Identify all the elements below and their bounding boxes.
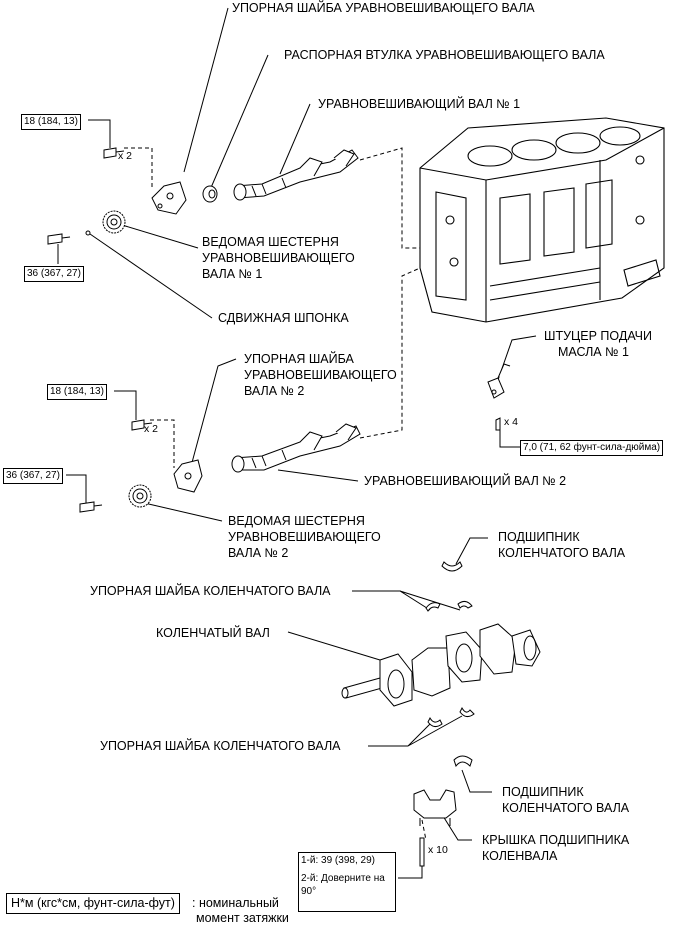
label-crankshaft: КОЛЕНЧАТЫЙ ВАЛ bbox=[156, 626, 270, 640]
balancer-shaft-2 bbox=[231, 423, 361, 473]
leader-spacer bbox=[209, 54, 269, 191]
leader-nozzle bbox=[497, 335, 537, 381]
label-thrust-washer-2-line3: ВАЛА № 2 bbox=[244, 384, 305, 398]
balancer-spacer bbox=[202, 185, 218, 203]
leader-key bbox=[89, 233, 213, 319]
crank-thrust-washer-upper-a bbox=[425, 602, 441, 612]
leader-bearing-top bbox=[455, 537, 488, 565]
torque-box-bearing-cap: 1-й: 39 (398, 29) 2-й: Доверните на 90° bbox=[298, 852, 396, 912]
leader-shaft-2 bbox=[277, 469, 359, 482]
label-driven-gear-1-line1: ВЕДОМАЯ ШЕСТЕРНЯ bbox=[202, 235, 339, 249]
label-crank-thrust-top: УПОРНАЯ ШАЙБА КОЛЕНЧАТОГО ВАЛА bbox=[90, 584, 331, 598]
label-crank-thrust-bottom: УПОРНАЯ ШАЙБА КОЛЕНЧАТОГО ВАЛА bbox=[100, 739, 341, 753]
label-driven-gear-1-line3: ВАЛА № 1 bbox=[202, 267, 263, 281]
label-driven-gear-2-line3: ВАЛА № 2 bbox=[228, 546, 289, 560]
label-driven-gear-2-line1: ВЕДОМАЯ ШЕСТЕРНЯ bbox=[228, 514, 365, 528]
label-crank-bearing-top-line2: КОЛЕНЧАТОГО ВАЛА bbox=[498, 546, 626, 560]
leader-box-t1 bbox=[88, 119, 111, 148]
torque-cap-step1: 1-й: 39 (398, 29) bbox=[301, 855, 375, 866]
crank-bearing-upper bbox=[441, 561, 463, 572]
label-balancer-shaft-1: УРАВНОВЕШИВАЮЩИЙ ВАЛ № 1 bbox=[318, 97, 521, 111]
qty-balancer-bolts-1: x 2 bbox=[118, 150, 133, 162]
crank-thrust-washer-lower-a bbox=[427, 716, 443, 728]
label-bearing-cap-line1: КРЫШКА ПОДШИПНИКА bbox=[482, 833, 630, 847]
bolts-2 bbox=[79, 419, 153, 513]
driven-gear-1 bbox=[102, 210, 126, 234]
leader-thrust-washer bbox=[183, 7, 229, 173]
oil-nozzle-1 bbox=[487, 363, 511, 431]
torque-cap-step2: 2-й: Доверните на bbox=[301, 873, 385, 884]
driven-gear-2 bbox=[128, 484, 152, 508]
label-oil-nozzle-line2: МАСЛА № 1 bbox=[558, 345, 629, 359]
qty-balancer-bolts-2: x 2 bbox=[144, 423, 159, 435]
sliding-key bbox=[85, 230, 91, 236]
leader-thrust-bottom bbox=[368, 715, 463, 747]
crankshaft-part bbox=[341, 623, 541, 707]
leader-box-t6 bbox=[398, 860, 423, 879]
label-balancer-shaft-2: УРАВНОВЕШИВАЮЩИЙ ВАЛ № 2 bbox=[364, 474, 567, 488]
legend-desc-line1: : номинальный bbox=[192, 896, 279, 910]
torque-box-balancer-bolts-2: 18 (184, 13) bbox=[47, 384, 107, 400]
balancer-thrust-washer-1 bbox=[151, 181, 187, 215]
torque-box-gear-bolt-2: 36 (367, 27) bbox=[3, 468, 63, 484]
leader-crankshaft bbox=[287, 631, 381, 661]
label-oil-nozzle-line1: ШТУЦЕР ПОДАЧИ bbox=[544, 329, 653, 343]
leader-gear-1 bbox=[121, 224, 199, 249]
leader-bearing-bottom bbox=[461, 769, 492, 793]
legend-desc-line2: момент затяжки bbox=[196, 911, 289, 925]
crank-thrust-washer-upper-b bbox=[457, 600, 473, 609]
label-crank-bearing-top-line1: ПОДШИПНИК bbox=[498, 530, 580, 544]
leader-gear-2 bbox=[139, 501, 223, 522]
leader-box-t5 bbox=[499, 430, 520, 448]
leader-washer-2 bbox=[189, 358, 237, 471]
label-thrust-washer-2-line2: УРАВНОВЕШИВАЮЩЕГО bbox=[244, 368, 397, 382]
qty-oil-nozzle: x 4 bbox=[504, 416, 519, 428]
leader-cap bbox=[437, 807, 472, 841]
qty-bearing-cap-bolts: x 10 bbox=[428, 844, 448, 856]
leader-box-t3 bbox=[114, 390, 137, 420]
label-sliding-key: СДВИЖНАЯ ШПОНКА bbox=[218, 311, 349, 325]
torque-box-balancer-bolts-1: 18 (184, 13) bbox=[21, 114, 81, 130]
leader-box-t4 bbox=[66, 474, 87, 505]
bolts-1 bbox=[47, 147, 125, 245]
torque-cap-step2-angle: 90° bbox=[301, 886, 317, 897]
label-driven-gear-2-line2: УРАВНОВЕШИВАЮЩЕГО bbox=[228, 530, 381, 544]
label-driven-gear-1-line2: УРАВНОВЕШИВАЮЩЕГО bbox=[202, 251, 355, 265]
leader-thrust-top bbox=[352, 590, 461, 611]
label-bearing-cap-line2: КОЛЕНВАЛА bbox=[482, 849, 558, 863]
legend-units-box: Н*м (кгс*см, фунт-сила-фут) bbox=[6, 893, 180, 914]
balancer-shaft-1 bbox=[233, 149, 359, 201]
engine-block bbox=[419, 117, 665, 323]
leader-shaft-1 bbox=[279, 103, 311, 175]
label-balancer-thrust-washer: УПОРНАЯ ШАЙБА УРАВНОВЕШИВАЮЩЕГО ВАЛА bbox=[232, 1, 535, 15]
crank-thrust-washer-lower-b bbox=[459, 706, 475, 718]
torque-box-oil-nozzle: 7,0 (71, 62 фунт-сила-дюйма) bbox=[520, 440, 664, 456]
crank-bearing-cap bbox=[413, 789, 457, 867]
label-crank-bearing-bottom-line2: КОЛЕНЧАТОГО ВАЛА bbox=[502, 801, 630, 815]
label-balancer-spacer: РАСПОРНАЯ ВТУЛКА УРАВНОВЕШИВАЮЩЕГО ВАЛА bbox=[284, 48, 605, 62]
torque-box-gear-bolt-1: 36 (367, 27) bbox=[24, 266, 84, 282]
label-crank-bearing-bottom-line1: ПОДШИПНИК bbox=[502, 785, 584, 799]
crank-bearing-lower bbox=[453, 755, 473, 768]
label-thrust-washer-2-line1: УПОРНАЯ ШАЙБА bbox=[244, 352, 354, 366]
balancer-thrust-washer-2 bbox=[173, 459, 203, 493]
